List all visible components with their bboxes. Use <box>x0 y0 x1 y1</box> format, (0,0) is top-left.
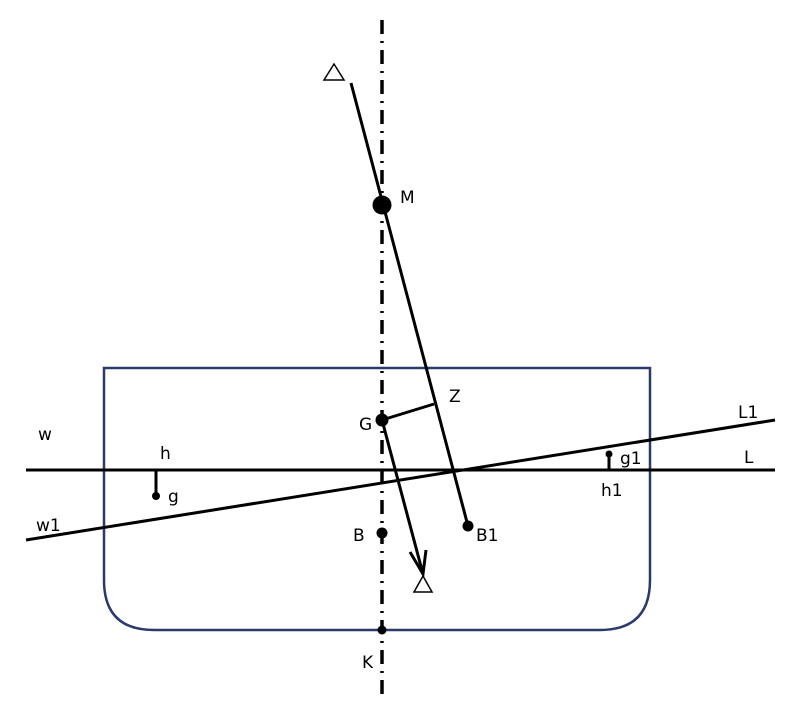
point-b <box>376 527 388 539</box>
point-m <box>372 195 392 215</box>
label-m: M <box>400 188 415 208</box>
label-g: G <box>359 415 372 435</box>
point-k <box>377 625 387 635</box>
label-g1: g1 <box>620 449 642 469</box>
point-g <box>152 492 160 500</box>
point-g-center <box>375 413 389 427</box>
label-l1: L1 <box>738 403 758 423</box>
label-z: Z <box>449 387 461 407</box>
label-h: h <box>160 444 171 464</box>
label-w1: w1 <box>36 516 61 536</box>
triangle-icon <box>412 574 434 593</box>
label-b: B <box>353 526 365 546</box>
label-l: L <box>744 448 754 468</box>
label-b1: B1 <box>476 526 498 546</box>
label-h1: h1 <box>601 481 623 501</box>
point-b1 <box>462 520 474 532</box>
triangle-icon <box>322 62 346 81</box>
gravity-arrow-line <box>380 419 425 575</box>
label-g-small: g <box>168 487 179 507</box>
buoyancy-line <box>349 82 470 527</box>
hull-outline <box>102 366 652 632</box>
righting-arm <box>381 402 435 422</box>
label-k: K <box>362 653 374 673</box>
waterline-w1l1 <box>25 418 776 542</box>
label-w: w <box>38 425 52 445</box>
point-g1 <box>605 450 613 458</box>
gravity-arrowhead <box>408 549 428 579</box>
